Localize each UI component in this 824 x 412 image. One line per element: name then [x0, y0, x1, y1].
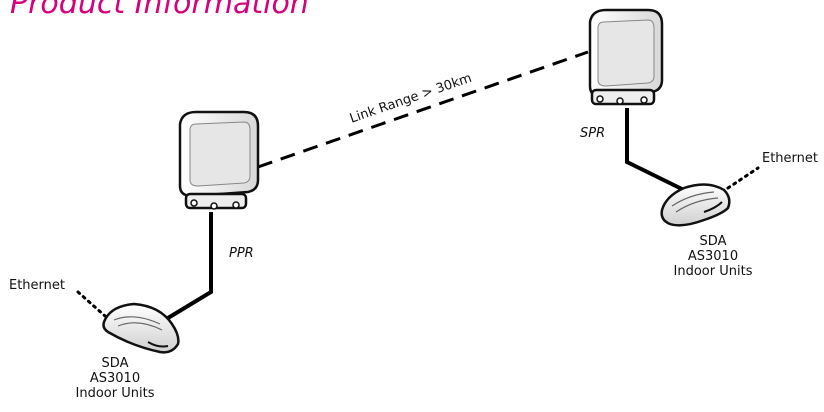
- spr-label: SPR: [580, 126, 606, 141]
- spr-outdoor-unit-icon: [588, 8, 664, 106]
- left-cable: [166, 212, 213, 320]
- page-title: Product Information: [10, 0, 309, 21]
- ppr-label: PPR: [229, 246, 254, 261]
- right-ethernet-dots: [726, 166, 760, 190]
- right-indoor-unit-icon: [660, 183, 731, 227]
- right-indoor-line-1: SDA: [699, 234, 727, 249]
- ppr-outdoor-unit-icon: [178, 110, 260, 210]
- left-ethernet-label: Ethernet: [9, 278, 65, 293]
- right-indoor-line-2: AS3010: [687, 249, 739, 264]
- left-indoor-line-2: AS3010: [89, 371, 141, 386]
- right-indoor-line-3: Indoor Units: [673, 264, 753, 279]
- right-cable: [625, 108, 689, 194]
- left-indoor-unit-icon: [102, 302, 180, 354]
- right-indoor-caption: SDA AS3010 Indoor Units: [658, 234, 768, 279]
- link-range-label: Link Range > 30km: [348, 71, 474, 127]
- left-ethernet-dots: [76, 290, 107, 318]
- left-indoor-line-3: Indoor Units: [75, 386, 155, 401]
- left-indoor-line-1: SDA: [101, 356, 129, 371]
- link-range-line: [257, 50, 589, 169]
- left-indoor-caption: SDA AS3010 Indoor Units: [60, 356, 170, 401]
- right-ethernet-label: Ethernet: [762, 151, 818, 166]
